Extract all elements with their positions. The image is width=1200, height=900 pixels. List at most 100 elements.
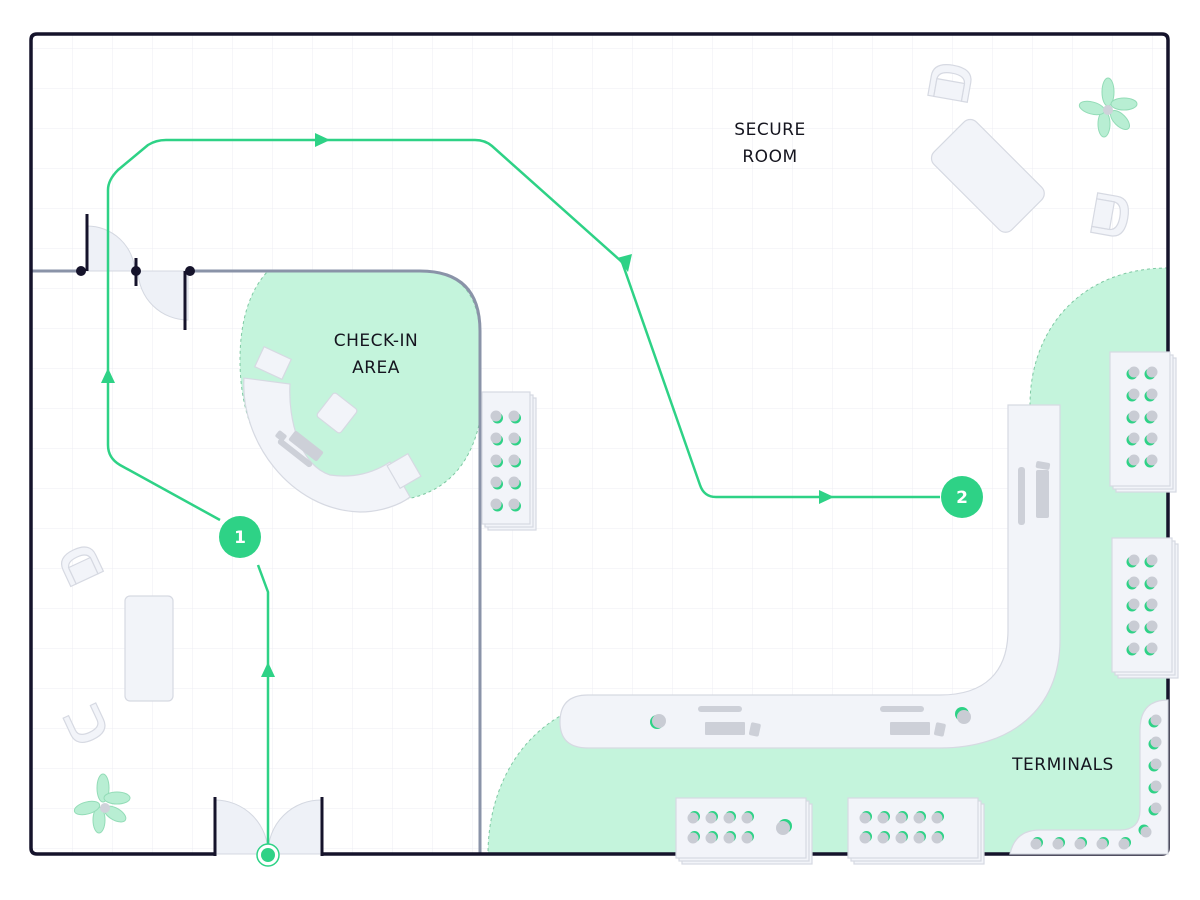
desk-seat — [1148, 780, 1162, 794]
desk-seat — [723, 831, 736, 844]
desk-clusters — [481, 351, 1179, 865]
desk-seat — [490, 454, 503, 468]
desk-seat — [1144, 432, 1158, 446]
secure-armchair — [1090, 192, 1129, 237]
counter-bar — [698, 706, 742, 712]
desk-cluster — [1111, 537, 1179, 679]
waypoint-marker-1[interactable]: 1 — [219, 516, 261, 558]
desk-seat — [741, 831, 754, 844]
desk-seat — [1126, 366, 1140, 380]
desk-seat — [1052, 837, 1065, 850]
desk-seat — [1126, 642, 1140, 656]
desk-seat — [508, 498, 521, 512]
desk-seat — [1074, 837, 1087, 850]
terminal-bench — [1009, 699, 1169, 855]
desk-seat — [723, 811, 736, 824]
desk-panel — [253, 345, 293, 381]
desk-seat — [490, 498, 503, 512]
desk-cluster — [481, 391, 537, 531]
desk-seat — [1144, 576, 1158, 590]
desk-seat — [705, 831, 718, 844]
desk-seat — [1144, 598, 1158, 612]
desk-seat — [490, 410, 503, 424]
counter-monitor — [705, 722, 745, 735]
counter-seat — [955, 707, 971, 724]
desk-seat — [859, 831, 872, 844]
direction-arrow-icon — [101, 368, 115, 383]
room-label-secure-room: ROOM — [742, 147, 797, 167]
desk-seat — [705, 811, 718, 824]
desk-seat — [1126, 554, 1140, 568]
direction-arrow-icon — [315, 133, 330, 147]
door-swing-right — [135, 270, 189, 321]
counter-seat — [650, 714, 666, 729]
desk-seat — [1148, 714, 1162, 728]
desk-seat — [508, 432, 521, 446]
entrance-start-point[interactable] — [256, 843, 280, 867]
desk-seat — [1138, 824, 1152, 838]
counter-monitor — [1036, 470, 1049, 518]
desk-seat — [687, 831, 700, 844]
desk-seat — [1144, 366, 1158, 380]
desk-seat — [1144, 388, 1158, 402]
route-path — [106, 138, 940, 854]
desk-seat — [508, 476, 521, 490]
checkin-keyboard — [277, 438, 313, 468]
desk-seat — [1126, 410, 1140, 424]
direction-arrow-icon — [617, 254, 632, 272]
direction-arrow-icon — [261, 662, 275, 677]
room-label-check-in: CHECK-IN — [334, 331, 419, 351]
desk-panel — [386, 452, 422, 490]
waypoint-label: 2 — [956, 488, 968, 508]
desk-cluster — [847, 797, 985, 865]
desk-seat — [687, 811, 700, 824]
desk-seat — [895, 811, 908, 824]
direction-arrow-icon — [819, 490, 834, 504]
door-hinge — [131, 266, 141, 276]
desk-seat — [1144, 410, 1158, 424]
door-hinge — [76, 266, 86, 276]
counter-bar — [880, 706, 924, 712]
bench-seats — [1030, 714, 1162, 850]
desk-seat — [1126, 454, 1140, 468]
service-counter — [559, 404, 1061, 749]
desk-seat — [931, 831, 944, 844]
counter-device — [749, 722, 761, 737]
desk-seat — [1144, 454, 1158, 468]
desk-seat — [1148, 758, 1162, 772]
checkin-device — [275, 430, 287, 442]
waypoint-marker-2[interactable]: 2 — [941, 476, 983, 518]
plant-icon — [1078, 77, 1138, 138]
desk-seat — [1030, 837, 1043, 850]
desk-seat — [508, 454, 521, 468]
desk-seat — [490, 476, 503, 490]
desk-seat — [1096, 837, 1109, 850]
desk-seat — [1148, 736, 1162, 750]
desk-cluster — [1109, 351, 1177, 493]
room-label-terminals: TERMINALS — [1011, 755, 1114, 775]
secure-armchair — [927, 64, 972, 103]
desk-cluster — [675, 797, 813, 865]
checkin-chair — [316, 392, 358, 434]
desk-seat — [741, 811, 754, 824]
desk-seat — [913, 831, 926, 844]
desk-seat — [1118, 837, 1131, 850]
desk-seat — [931, 811, 944, 824]
desk-seat — [1126, 598, 1140, 612]
desk-seat — [877, 831, 890, 844]
desk-seat — [859, 811, 872, 824]
lobby-armchair — [60, 546, 105, 588]
plant-icon — [73, 773, 131, 834]
desk-seat — [1144, 642, 1158, 656]
desk-seat — [1148, 802, 1162, 816]
counter-monitor — [890, 722, 930, 735]
lobby-table — [124, 595, 174, 702]
desk-seat — [1126, 432, 1140, 446]
counter-keyboard — [1018, 467, 1025, 525]
desk-seat — [1144, 554, 1158, 568]
desk-seat — [895, 831, 908, 844]
desk-seat — [776, 819, 792, 835]
door-hinge — [185, 266, 195, 276]
desk-seat — [1144, 620, 1158, 634]
